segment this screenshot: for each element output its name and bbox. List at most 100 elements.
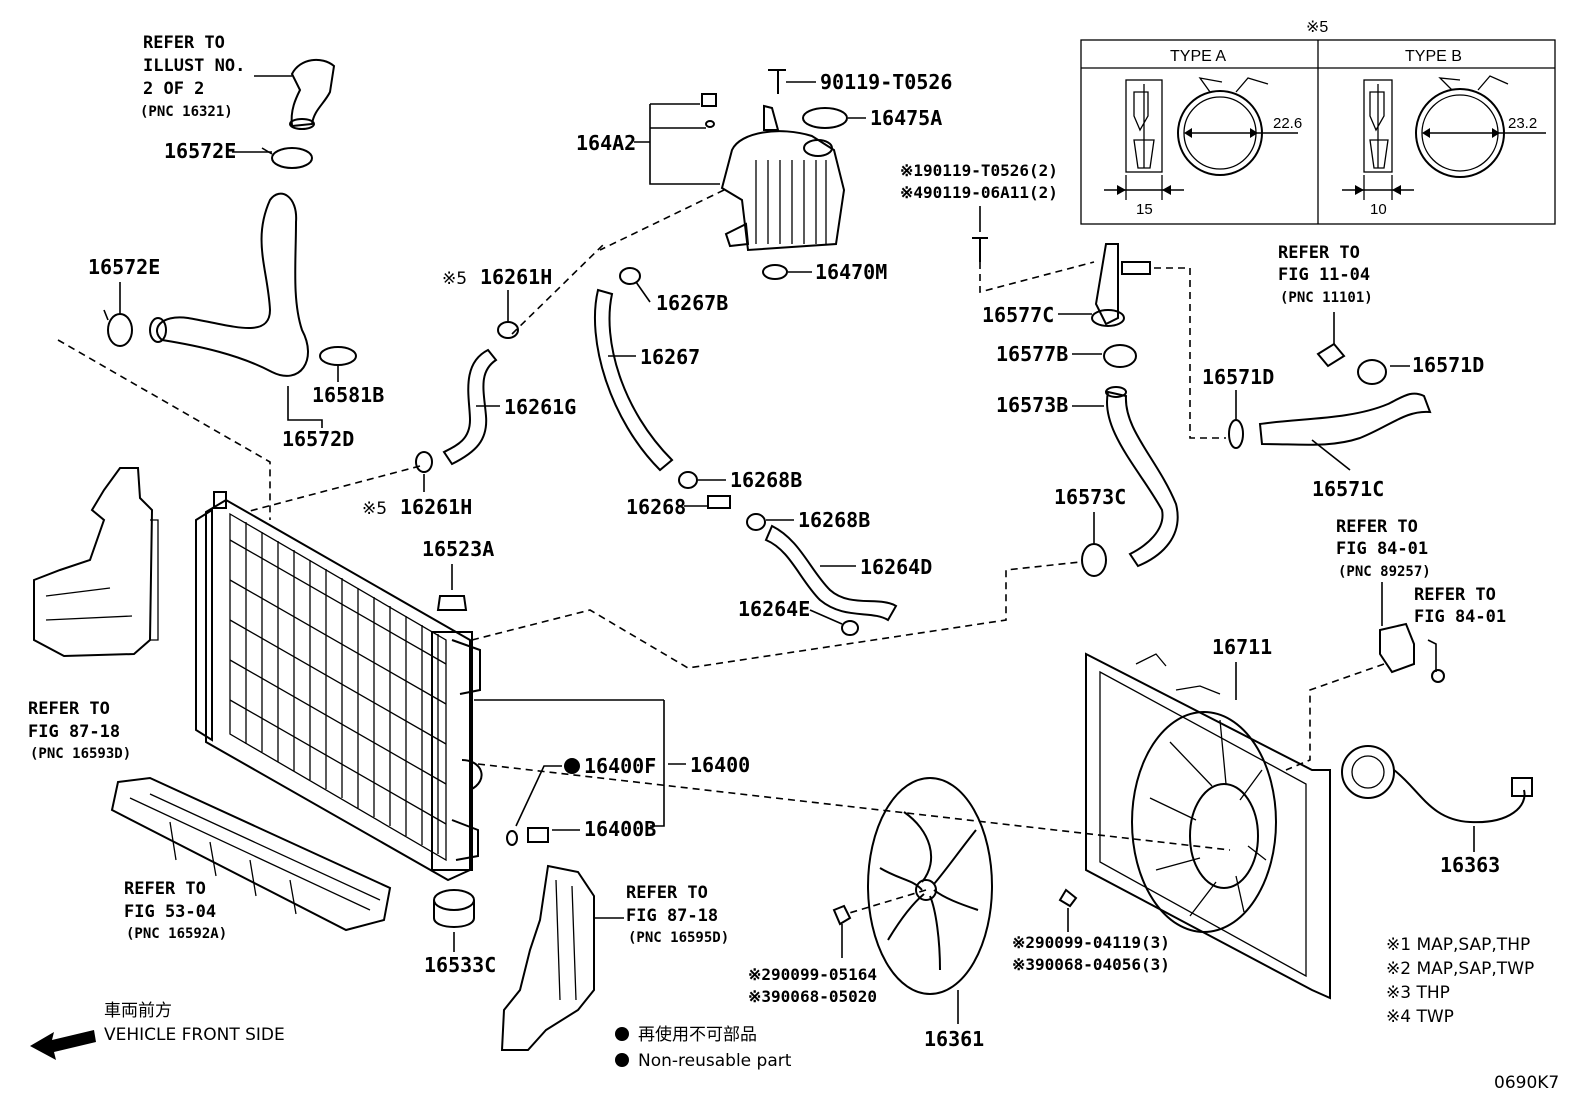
- refer-text-line1: REFER TO: [1414, 585, 1496, 605]
- clamp-16572e-left: [103, 282, 133, 347]
- radiator-hose-upper: [149, 192, 309, 377]
- label-16572E-top: 16572E: [164, 139, 236, 163]
- bypass-hoses: 16268B 16268 16268B 16264D 16264E: [626, 468, 932, 636]
- nonreusable-en: Non-reusable part: [638, 1051, 792, 1071]
- fan-16361: 16361: [832, 777, 993, 1051]
- refer-text-line2: ILLUST NO.: [143, 56, 245, 76]
- label-16577B: 16577B: [996, 342, 1068, 366]
- front-arrow-icon: [30, 1030, 96, 1060]
- label-16571D-right: 16571D: [1412, 353, 1484, 377]
- footnote-4: ※4 TWP: [1386, 1007, 1454, 1027]
- label-16400B: 16400B: [584, 817, 656, 841]
- type-b-clamp-drawing: 23.2 10: [1342, 75, 1546, 218]
- label-16400: 16400: [690, 753, 750, 777]
- refer-text-line2: FIG 84-01: [1336, 539, 1428, 559]
- label-16361: 16361: [924, 1027, 984, 1051]
- refer-pnc: (PNC 16321): [140, 104, 233, 120]
- label-16261H-top: 16261H: [480, 265, 552, 289]
- label-16261H-bottom: 16261H: [400, 495, 472, 519]
- refer-fig-87-18-right: REFER TO FIG 87-18 (PNC 16595D): [626, 883, 729, 946]
- label-16268B-bottom: 16268B: [798, 508, 870, 532]
- type-b-width: 10: [1370, 201, 1387, 218]
- seal-16595d: [500, 864, 624, 1051]
- water-inlet-pipe: [289, 58, 336, 130]
- radiator-assembly: [195, 491, 483, 882]
- refer-pnc: (PNC 16595D): [628, 930, 729, 946]
- refer-text-line2: FIG 87-18: [626, 906, 718, 926]
- hose-16267: 16267B 16267: [594, 267, 728, 472]
- front-note-jp: 車両前方: [104, 1001, 172, 1021]
- nonreusable-jp: 再使用不可部品: [638, 1024, 757, 1045]
- seal-16593d: [33, 467, 159, 658]
- mark5-bottom: ※5: [362, 499, 387, 519]
- label-16571D-left: 16571D: [1202, 365, 1274, 389]
- type-a-title: TYPE A: [1170, 48, 1226, 65]
- refer-pnc: (PNC 16592A): [126, 926, 227, 942]
- label-bolt3-shroud: ※390068-04056(3): [1012, 955, 1170, 974]
- footnote-2: ※2 MAP,SAP,TWP: [1386, 959, 1534, 979]
- label-16470M: 16470M: [815, 260, 887, 284]
- refer-text-line3: 2 OF 2: [143, 79, 204, 99]
- type-a-clamp-drawing: 22.6 15: [1104, 77, 1302, 218]
- label-16261G: 16261G: [504, 395, 576, 419]
- refer-text-line1: REFER TO: [143, 33, 225, 53]
- label-16267B: 16267B: [656, 291, 728, 315]
- label-bolt1: ※190119-T0526(2): [900, 161, 1058, 180]
- type-b-diameter: 23.2: [1508, 115, 1537, 132]
- label-bolt2-fan: ※290099-05164: [748, 965, 877, 984]
- diagram-code: 0690K7: [1494, 1073, 1559, 1093]
- refer-pnc: (PNC 16593D): [30, 746, 131, 762]
- refer-text-line2: FIG 84-01: [1414, 607, 1506, 627]
- nonreusable-dot-icon: [615, 1053, 629, 1067]
- label-bolt4: ※490119-06A11(2): [900, 183, 1058, 202]
- label-bolt2-shroud: ※290099-04119(3): [1012, 933, 1170, 952]
- footnote-1: ※1 MAP,SAP,THP: [1386, 935, 1530, 955]
- refer-text-line1: REFER TO: [28, 699, 110, 719]
- reserve-tank-group: 164A2 90119-T0526 16475A 16470M: [576, 69, 952, 284]
- label-164A2: 164A2: [576, 131, 636, 155]
- label-90119-T0526: 90119-T0526: [820, 70, 952, 94]
- refer-pnc: (PNC 11101): [1280, 290, 1373, 306]
- refer-text-line1: REFER TO: [1336, 517, 1418, 537]
- label-16268B-top: 16268B: [730, 468, 802, 492]
- refer-fig-84-01-b: REFER TO FIG 84-01: [1414, 585, 1506, 627]
- seal-16592a: [110, 776, 392, 932]
- refer-text-line1: REFER TO: [626, 883, 708, 903]
- label-16264E: 16264E: [738, 597, 810, 621]
- table-footnote-mark: ※5: [1306, 19, 1328, 36]
- label-16572E-left: 16572E: [88, 255, 160, 279]
- cap-16523a: 16523A: [422, 537, 494, 611]
- refer-fig-11-04: REFER TO FIG 11-04 (PNC 11101): [1278, 243, 1373, 306]
- upper-left-refer: REFER TO ILLUST NO. 2 OF 2 (PNC 16321): [140, 33, 292, 120]
- label-16268: 16268: [626, 495, 686, 519]
- outlet-16577: ※190119-T0526(2) ※490119-06A11(2) 16577C…: [900, 161, 1226, 439]
- type-a-diameter: 22.6: [1273, 115, 1302, 132]
- vehicle-front-note: 車両前方 VEHICLE FRONT SIDE: [30, 1001, 285, 1060]
- mark5-top: ※5: [442, 269, 467, 289]
- clamp-type-table: ※5 TYPE A TYPE B 22.6 15: [1080, 19, 1556, 225]
- fan-motor-16363: 16363: [1341, 745, 1533, 877]
- cushion-16533c: 16533C: [424, 889, 496, 977]
- type-a-width: 15: [1136, 201, 1153, 218]
- label-16571C: 16571C: [1312, 477, 1384, 501]
- clamp-16581b: [319, 346, 357, 382]
- refer-fig-84-01-a: REFER TO FIG 84-01 (PNC 89257): [1336, 517, 1431, 580]
- label-16573B: 16573B: [996, 393, 1068, 417]
- clamp-16572e-top: [232, 147, 313, 169]
- nonreusable-dot-icon: [615, 1027, 629, 1041]
- type-b-title: TYPE B: [1405, 48, 1462, 65]
- refer-text-line1: REFER TO: [1278, 243, 1360, 263]
- label-16572D: 16572D: [282, 427, 354, 451]
- front-note-en: VEHICLE FRONT SIDE: [104, 1025, 285, 1045]
- label-16267: 16267: [640, 345, 700, 369]
- refer-fig-87-18-left: REFER TO FIG 87-18 (PNC 16593D): [28, 699, 131, 762]
- footnotes: ※1 MAP,SAP,THP ※2 MAP,SAP,TWP ※3 THP ※4 …: [1386, 935, 1534, 1027]
- label-16400F: 16400F: [584, 754, 656, 778]
- fan-bolts: ※290099-05164 ※390068-05020 ※290099-0411…: [748, 888, 1170, 1006]
- label-bolt3-fan: ※390068-05020: [748, 987, 877, 1006]
- refer-fig-53-04: REFER TO FIG 53-04 (PNC 16592A): [124, 879, 227, 942]
- label-16581B: 16581B: [312, 383, 384, 407]
- label-16264D: 16264D: [860, 555, 932, 579]
